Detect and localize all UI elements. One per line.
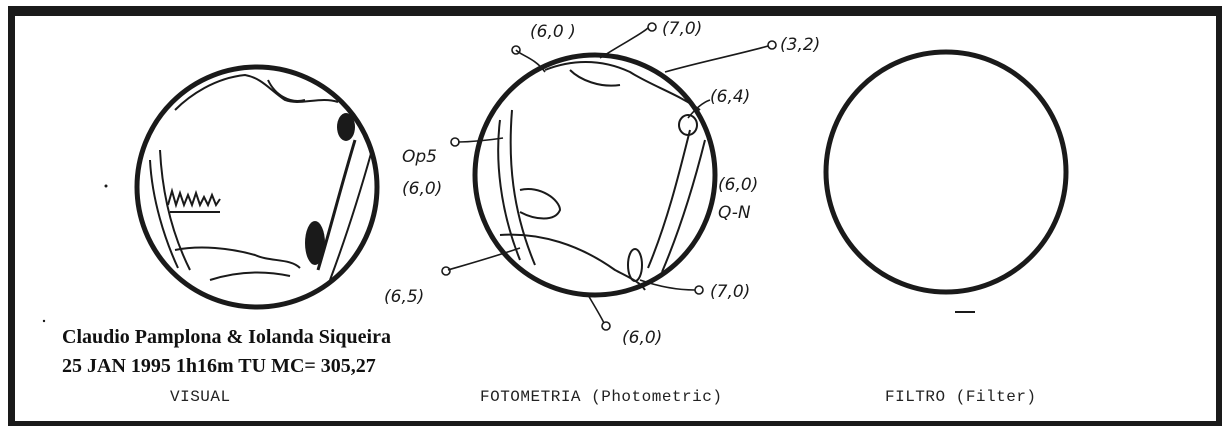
photometry-labels: (6,0 ) (7,0) (3,2) (6,4) (6,0) Q-N Op5 (… [384, 19, 820, 348]
leader-dot-left [450, 137, 460, 147]
photo-right-band-2 [661, 139, 706, 273]
visual-left-band-2 [159, 149, 191, 271]
visual-north-feature [174, 73, 339, 111]
leader-lower-right [639, 279, 696, 291]
photo-center-feature [519, 188, 562, 220]
visual-disk [134, 64, 380, 310]
caption-visual: VISUAL [170, 388, 231, 406]
label-right-upper: (6,4) [710, 87, 750, 107]
observers-credit: Claudio Pamplona & Iolanda Siqueira [62, 326, 391, 348]
leader-dot-lower-left [441, 266, 451, 276]
frame-bottom-border [8, 421, 1222, 426]
label-top-right: (3,2) [780, 35, 820, 55]
visual-left-band [149, 159, 179, 269]
leader-right-upper [687, 99, 711, 119]
leader-left [457, 137, 504, 143]
leader-dot-bottom [601, 321, 611, 331]
photo-spot-lower [627, 248, 643, 282]
visual-disk-outline [134, 64, 380, 310]
leader-top-left [515, 49, 546, 73]
frame-left-border [8, 6, 15, 426]
leader-bottom [587, 294, 605, 324]
photometry-disk [472, 52, 718, 298]
label-left-val: (6,0) [402, 179, 442, 199]
label-lower-right: (7,0) [710, 282, 750, 302]
leader-dot-lower-right [694, 285, 704, 295]
label-bottom: (6,0) [622, 328, 662, 348]
photo-spot [678, 114, 698, 136]
frame-right-border [1216, 6, 1222, 426]
caption-filter: FILTRO (Filter) [885, 388, 1037, 406]
photometry-leaders [441, 22, 777, 331]
visual-south-band [174, 246, 301, 269]
label-lower-left: (6,5) [384, 287, 424, 307]
label-top: (7,0) [662, 19, 702, 39]
leader-dot-top-right [767, 40, 777, 50]
visual-dark-spot-lower [305, 221, 325, 265]
visual-polar-edge [267, 79, 306, 102]
label-left-op: Op5 [402, 147, 437, 167]
photo-left-band-2 [509, 109, 536, 266]
visual-hatched-region [167, 187, 221, 213]
visual-dark-spot-upper [337, 113, 355, 141]
photo-polar-cap [544, 61, 701, 111]
stray-dot [104, 184, 108, 188]
caption-photometry: FOTOMETRIA (Photometric) [480, 388, 723, 406]
leader-top-right [664, 45, 769, 73]
photo-north-feature [569, 69, 621, 87]
photo-right-band [647, 129, 691, 269]
stray-dot-2 [42, 319, 46, 323]
label-right-mark: Q-N [718, 203, 751, 223]
leader-dot-top-left [511, 45, 521, 55]
visual-south-band-2 [209, 271, 291, 281]
leader-top [599, 27, 649, 59]
filter-disk-outline [823, 49, 1069, 295]
leader-lower-left [447, 247, 521, 271]
observation-details: 25 JAN 1995 1h16m TU MC= 305,27 [62, 355, 376, 377]
photo-left-band [497, 119, 521, 261]
label-right: (6,0) [718, 175, 758, 195]
visual-right-band-2 [329, 149, 373, 281]
label-top-left: (6,0 ) [530, 22, 576, 42]
leader-dot-top [647, 22, 657, 32]
photometry-disk-outline [472, 52, 718, 298]
photo-south-band [499, 233, 646, 291]
frame-top-border [8, 6, 1222, 16]
